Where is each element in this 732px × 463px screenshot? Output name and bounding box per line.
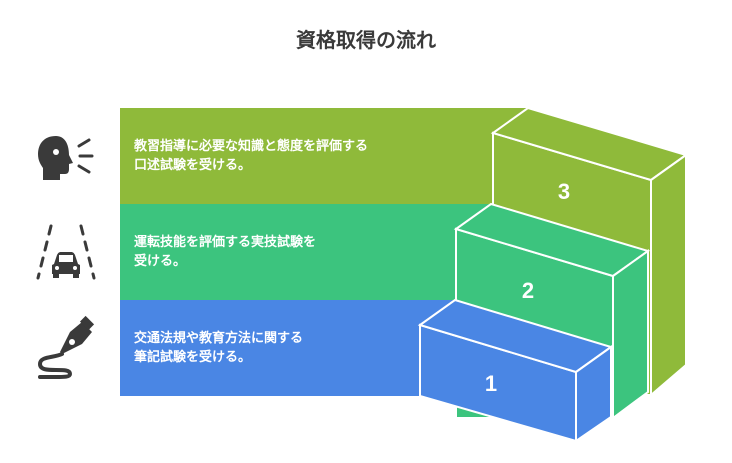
- step-1-number: 1: [484, 371, 498, 396]
- step-2-text: 運転技能を評価する実技試験を 受ける。: [134, 235, 317, 269]
- step-2-band: [120, 204, 492, 300]
- step-1-text: 交通法規や教育方法に関する 筆記試験を受ける。: [134, 331, 304, 365]
- step-1-band: [120, 300, 455, 396]
- diagram-title: 資格取得の流れ: [296, 28, 436, 52]
- speaking-head-icon: [38, 136, 94, 180]
- step-3-text: 教習指導に必要な知識と態度を評価する 口述試験を受ける。: [134, 139, 369, 173]
- step-1-side: [575, 345, 612, 443]
- car-road-icon: [36, 224, 96, 280]
- step-3-side: [650, 153, 687, 398]
- step-3-band: [120, 108, 528, 204]
- step-2-side: [612, 249, 649, 420]
- step-2-number: 2: [521, 278, 535, 303]
- step-3-number: 3: [557, 179, 571, 204]
- pen-path-icon: [37, 315, 95, 379]
